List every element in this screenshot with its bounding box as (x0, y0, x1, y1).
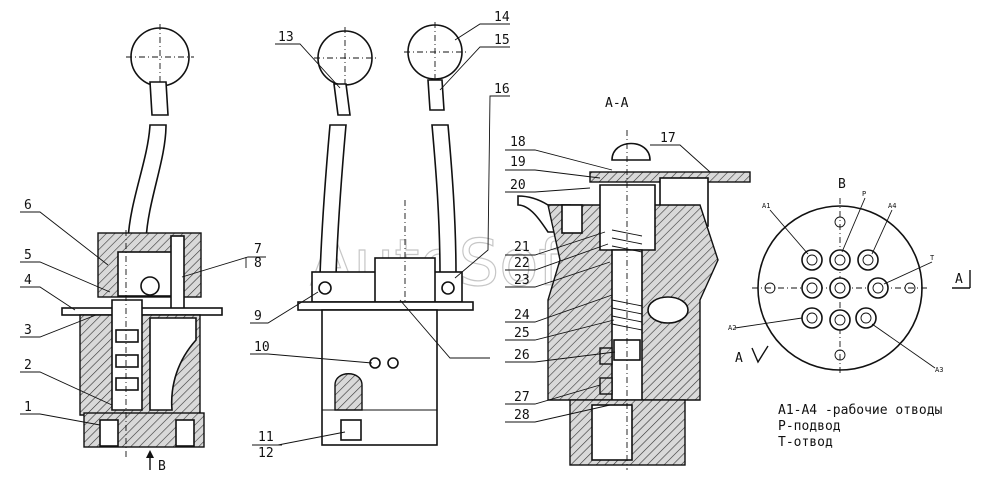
port-left (801, 277, 823, 299)
section-aa-title: А-А (605, 96, 629, 111)
callout-3: 3 (24, 323, 32, 338)
port-a1 (801, 249, 823, 271)
legend-line-1: А1-А4 -рабочие отводы (778, 403, 943, 418)
view-b-title: В (838, 177, 846, 192)
legend: А1-А4 -рабочие отводы Р-подвод Т-отвод (778, 403, 943, 450)
callout-27: 27 (514, 390, 530, 405)
callout-8: 8 (254, 256, 262, 271)
port-a3 (855, 307, 877, 329)
callout-22: 22 (514, 256, 530, 271)
section-aa-view (517, 130, 751, 470)
callout-12: 12 (258, 446, 274, 461)
callout-11: 11 (258, 430, 274, 445)
left-section-view: В (61, 24, 223, 474)
port-p-label: Р (862, 190, 866, 198)
arrow-a-bottom-label: А (735, 351, 743, 366)
port-center (829, 277, 851, 299)
callout-28: 28 (514, 408, 530, 423)
callout-15: 15 (494, 33, 510, 48)
port-a1-label: А1 (762, 202, 770, 210)
callout-9: 9 (254, 309, 262, 324)
arrow-a-right-label: А (955, 272, 963, 287)
port-a2 (801, 307, 823, 329)
callout-1: 1 (24, 400, 32, 415)
callout-13: 13 (278, 30, 294, 45)
callout-14: 14 (494, 10, 510, 25)
callout-5: 5 (24, 248, 32, 263)
callout-16: 16 (494, 82, 510, 97)
callout-23: 23 (514, 273, 530, 288)
callout-20: 20 (510, 178, 526, 193)
port-p (829, 249, 851, 271)
callout-6: 6 (24, 198, 32, 213)
callout-numbers: 1 2 3 4 5 6 7 8 9 10 11 12 13 14 15 16 1… (24, 10, 676, 461)
callout-7: 7 (254, 242, 262, 257)
port-a4-label: А4 (888, 202, 896, 210)
callout-18: 18 (510, 135, 526, 150)
port-t (867, 277, 889, 299)
callout-4: 4 (24, 273, 32, 288)
legend-line-2: Р-подвод (778, 419, 841, 434)
callout-21: 21 (514, 240, 530, 255)
callout-25: 25 (514, 326, 530, 341)
port-t-label: Т (930, 254, 935, 262)
callout-2: 2 (24, 358, 32, 373)
view-b: А1 А4 Р Т А2 А3 А А (728, 190, 971, 375)
callout-19: 19 (510, 155, 526, 170)
legend-line-3: Т-отвод (778, 435, 833, 450)
callout-10: 10 (254, 340, 270, 355)
callout-17: 17 (660, 131, 676, 146)
arrow-b-label: В (158, 459, 166, 474)
callout-26: 26 (514, 348, 530, 363)
port-bottom (829, 309, 851, 331)
port-a2-label: А2 (728, 324, 736, 332)
front-view (297, 22, 474, 446)
port-a4 (857, 249, 879, 271)
callout-leaders (20, 23, 711, 446)
callout-24: 24 (514, 308, 530, 323)
port-a3-label: А3 (935, 366, 943, 374)
